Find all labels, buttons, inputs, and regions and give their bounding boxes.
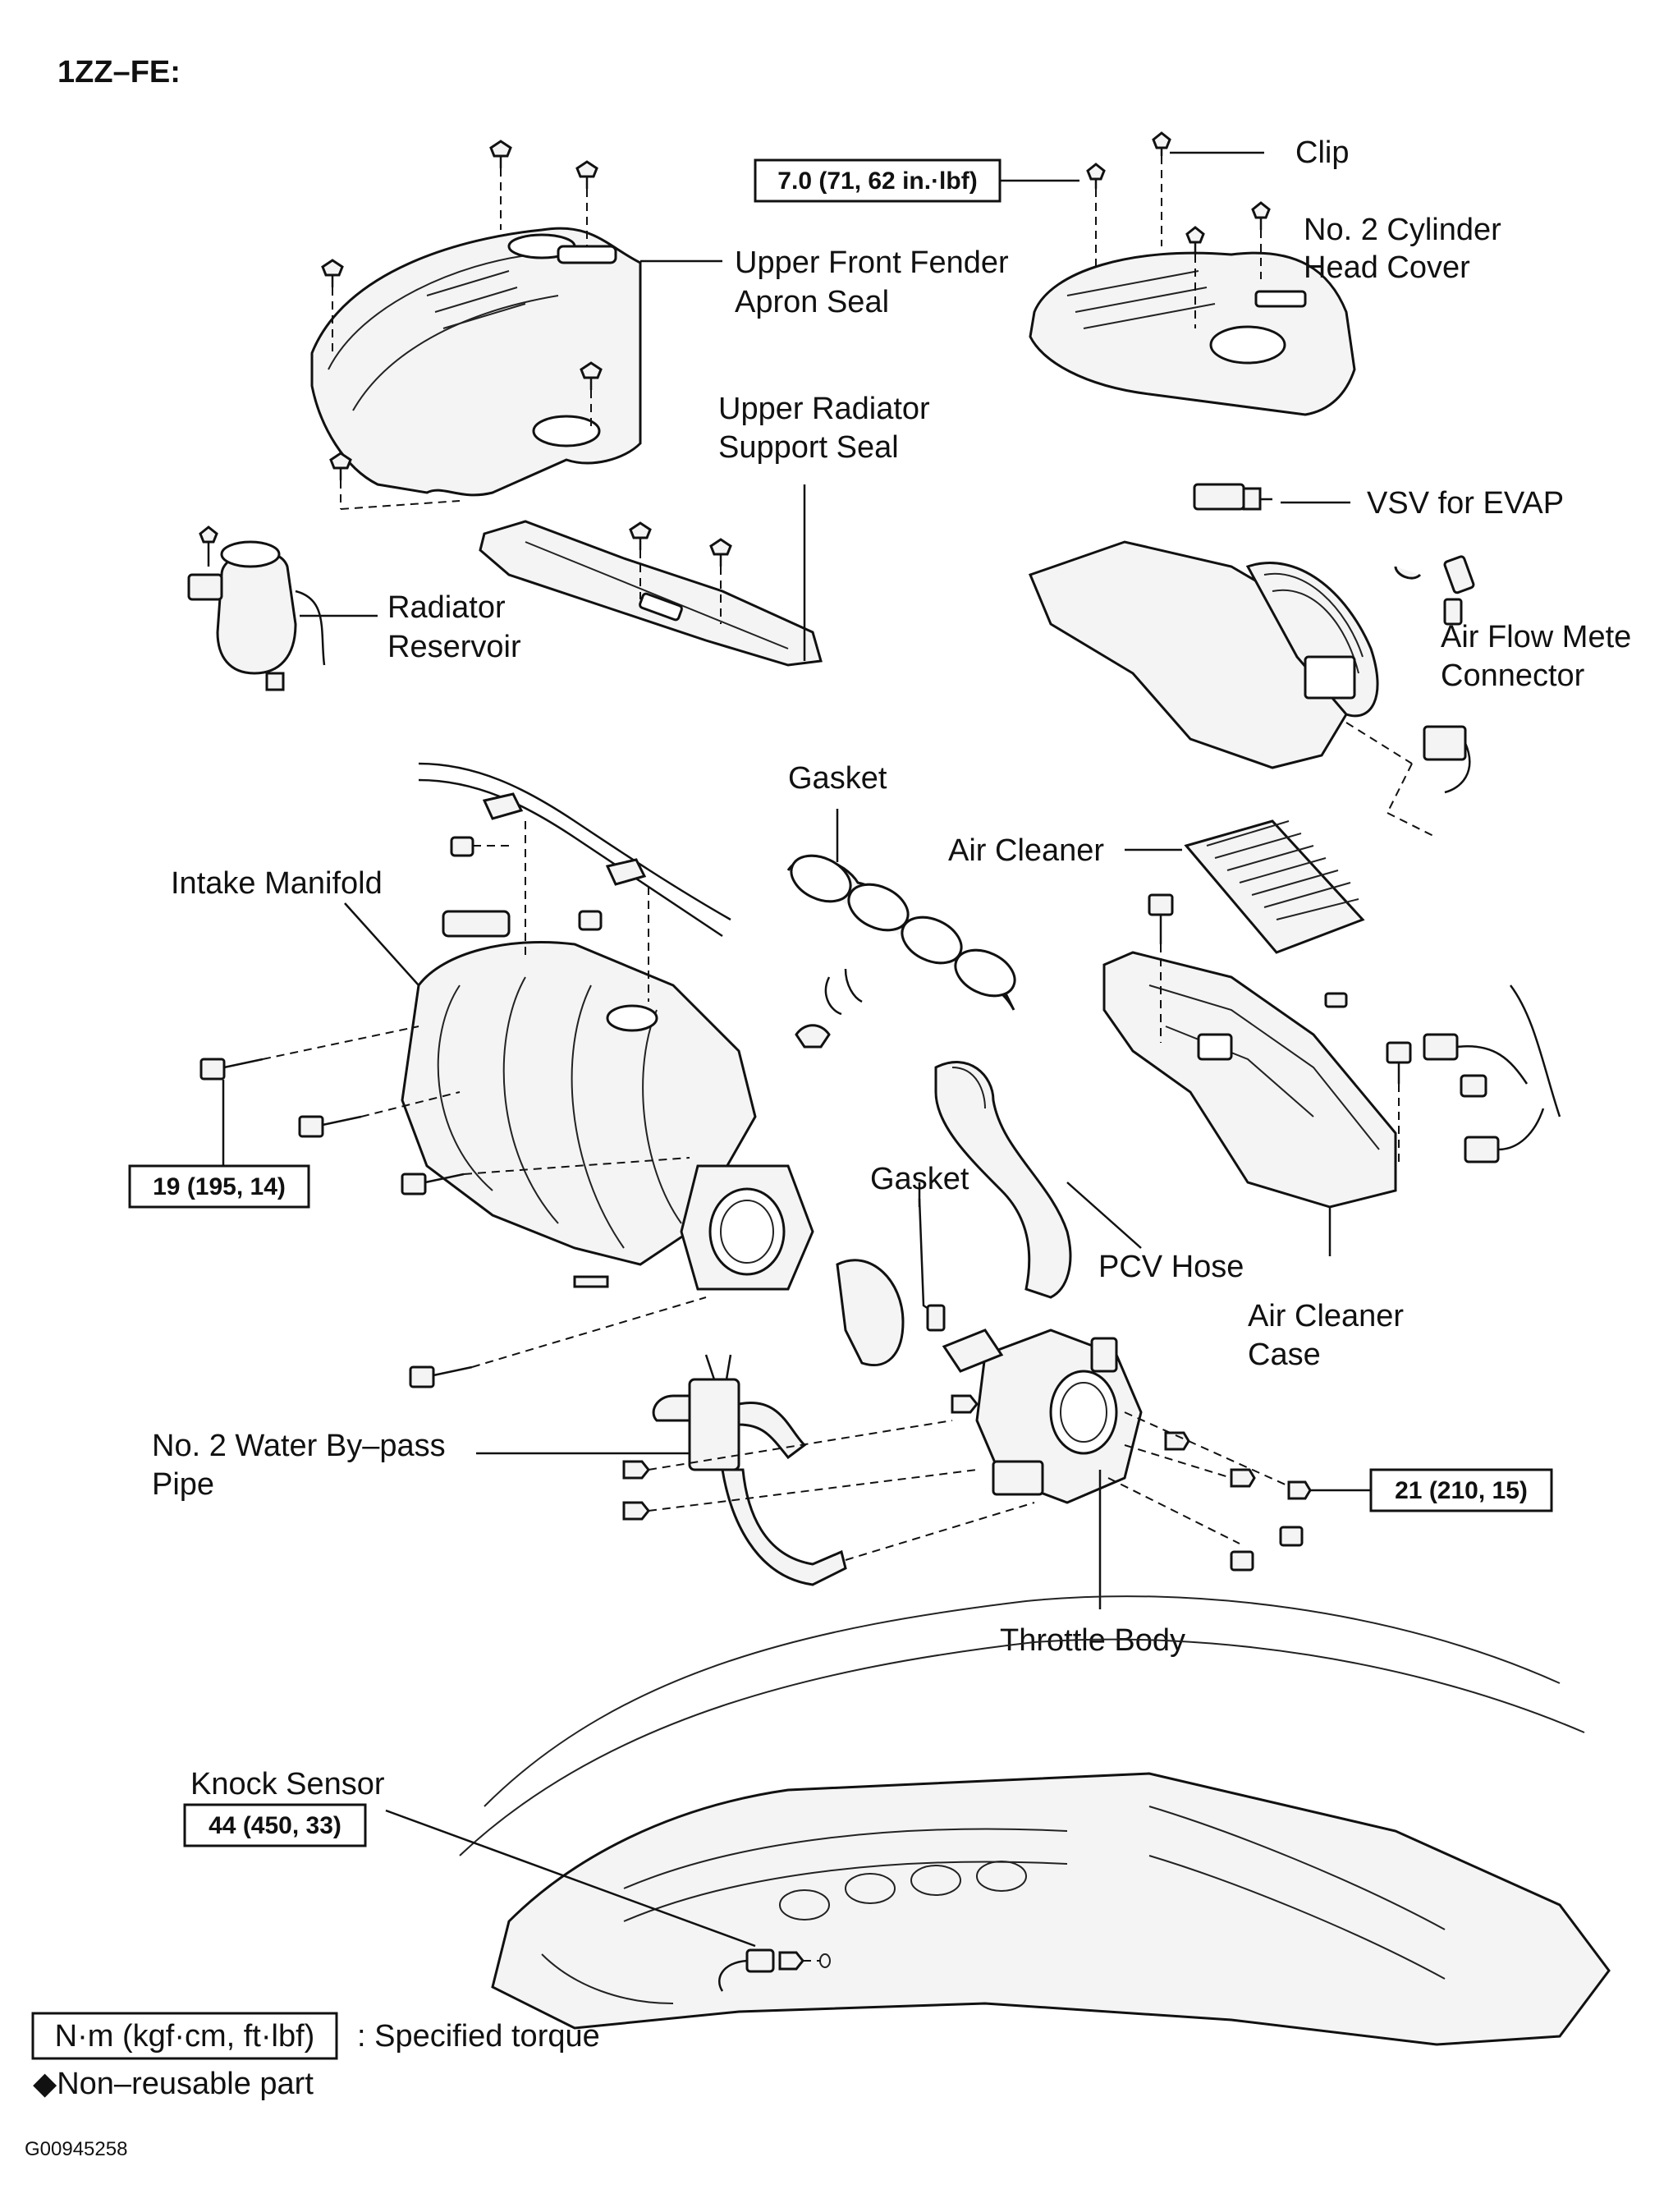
torque-head-cover: 7.0 (71, 62 in.·lbf) [754,158,1079,203]
air-cleaner-case-bolts [1148,893,1412,1166]
air-cleaner-label: Air Cleaner [948,833,1104,868]
head-cover-label-1: No. 2 Cylinder [1304,213,1501,247]
head-cover-clips [1086,131,1271,328]
svg-text:21 (210, 15): 21 (210, 15) [1395,1477,1528,1504]
apron-seal-clips [321,140,603,510]
legend-non-reusable: ◆Non–reusable part [33,2067,314,2101]
apron-seal-label-1: Upper Front Fender [735,246,1009,280]
pcv-hose [934,1061,1072,1299]
figure-id: G00945258 [25,2138,127,2160]
head-cover-label-2: Head Cover [1304,250,1470,285]
knock-sensor-leader [385,1809,756,1948]
air-cleaner-side-connectors [1423,984,1561,1163]
air-cleaner-case-label-2: Case [1248,1338,1321,1372]
water-bypass-pipe [622,1354,1035,1586]
radiator-reservoir-label-1: Radiator [387,590,506,625]
pcv-hose-label: PCV Hose [1098,1250,1244,1284]
air-cleaner-case [1102,951,1397,1209]
upper-radiator-support-seal [479,520,823,667]
svg-text:19 (195, 14): 19 (195, 14) [153,1173,286,1200]
throttle-body-fasteners [951,1394,1312,1572]
air-cleaner-element [1184,819,1365,954]
air-flow-meter-label-1: Air Flow Mete [1441,620,1631,654]
torque-manifold: 19 (195, 14) [128,1164,310,1209]
svg-text:: Specified torque: : Specified torque [357,2019,600,2054]
pcv-hose-leader [1066,1182,1142,1249]
air-flow-meter-connector [1345,555,1475,838]
cylinder-head-cover [1029,251,1356,416]
intake-manifold-label: Intake Manifold [171,866,383,901]
throttle-body [942,1329,1143,1504]
radiator-seal-label-1: Upper Radiator [718,392,930,426]
intake-manifold [401,910,757,1266]
manifold-harness [418,762,731,1002]
radiator-seal-label-2: Support Seal [718,430,899,465]
radiator-reservoir-label-2: Reservoir [387,630,521,664]
water-bypass-label-2: Pipe [152,1467,214,1502]
clip-label: Clip [1295,135,1349,170]
svg-text:N·m (kgf·cm, ft·lbf): N·m (kgf·cm, ft·lbf) [55,2019,315,2054]
air-cleaner-cap [1029,540,1379,769]
knock-sensor-label: Knock Sensor [190,1767,385,1801]
upper-front-fender-apron-seal [310,227,642,497]
manifold-flange [680,1164,814,1291]
legend-torque-unit: N·m (kgf·cm, ft·lbf) : Specified torque [31,2012,600,2060]
knock-sensor [718,1948,831,1992]
water-bypass-label-1: No. 2 Water By–pass [152,1429,446,1463]
vsv-label: VSV for EVAP [1367,486,1564,521]
svg-text:7.0 (71, 62 in.·lbf): 7.0 (71, 62 in.·lbf) [777,168,977,195]
air-cleaner-case-label-1: Air Cleaner [1248,1299,1404,1333]
manifold-bolts [199,1026,707,1388]
intake-manifold-leader [344,902,419,986]
air-flow-meter-label-2: Connector [1441,659,1585,693]
vsv-for-evap [1193,483,1272,511]
throttle-body-gasket [836,1198,946,1366]
engine-code-title: 1ZZ–FE: [57,55,181,89]
radiator-seal-clips [629,521,732,624]
gasket-top-label: Gasket [788,761,887,796]
torque-throttle: 21 (210, 15) [1369,1468,1553,1512]
intake-gasket [786,854,1016,1011]
hose-clip-small [795,968,863,1049]
radiator-reservoir [187,525,326,691]
engine-bay-outline [459,1595,1611,2046]
svg-text:44 (450, 33): 44 (450, 33) [209,1812,341,1839]
apron-seal-label-2: Apron Seal [735,285,889,319]
torque-knock: 44 (450, 33) [183,1803,367,1847]
gasket-mid-label: Gasket [870,1162,969,1196]
